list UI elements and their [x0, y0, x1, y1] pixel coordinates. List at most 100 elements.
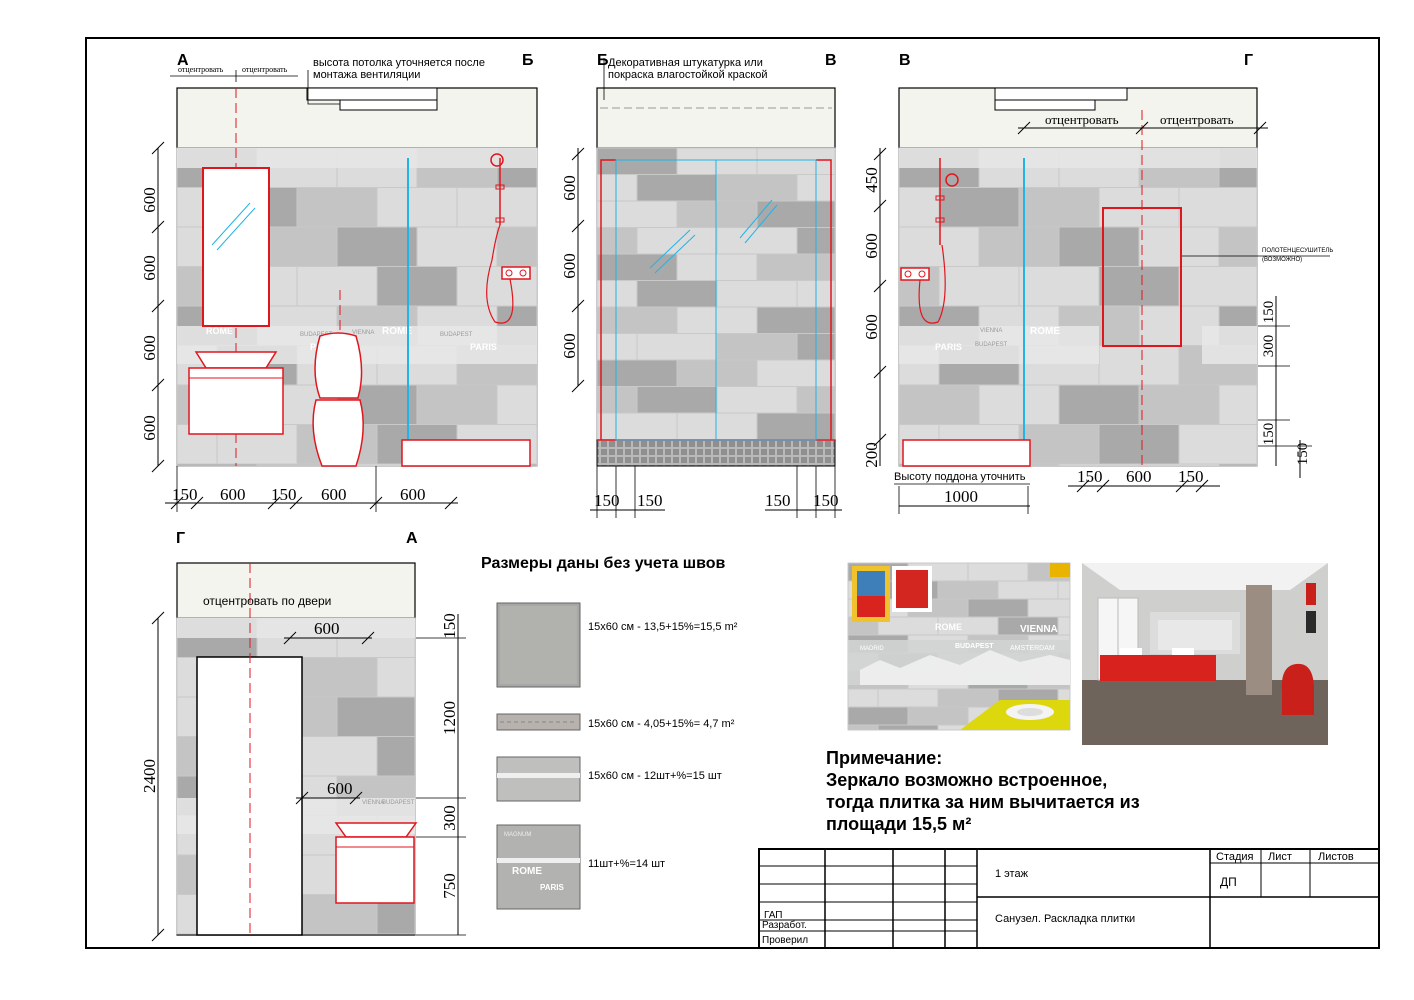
- wall-tile: [756, 147, 836, 175]
- wall-tile: [456, 187, 538, 228]
- wall-tile: [496, 226, 538, 267]
- washbasin: [334, 822, 418, 838]
- wall-tile: [636, 333, 718, 361]
- vdim: 600: [862, 233, 881, 259]
- wall-tile: [1058, 384, 1140, 425]
- border-word: BUDAPEST: [440, 332, 473, 338]
- wall-tile: [898, 384, 980, 425]
- border-word: VIENNA: [980, 328, 1002, 334]
- washbasin: [194, 351, 278, 369]
- wall-tile: [1138, 384, 1220, 425]
- hdim: 600: [327, 779, 353, 798]
- wall-tile: [676, 253, 758, 281]
- vdim: 150: [440, 613, 459, 639]
- photo-word: MADRID: [860, 646, 884, 652]
- wall-tile: [756, 412, 836, 440]
- wall-tile: [1098, 424, 1180, 465]
- vdim: 150: [1261, 301, 1277, 324]
- hdim: 150: [594, 491, 620, 510]
- border-word: BUDAPEST: [300, 332, 333, 338]
- photo-word: ROME: [935, 622, 962, 632]
- mirror: [202, 167, 270, 327]
- wall-tile: [636, 174, 718, 202]
- wall-tile: [716, 280, 798, 308]
- wall-tile: [978, 384, 1060, 425]
- wall-tile: [716, 333, 798, 361]
- wall-tile: [997, 580, 1059, 600]
- section-letter: Б: [522, 52, 534, 69]
- hdim: 150: [765, 491, 791, 510]
- wall-tile: [756, 253, 836, 281]
- wall-tile: [336, 696, 416, 737]
- ceiling-note: монтажа вентиляции: [313, 69, 420, 81]
- section-letter: А: [406, 530, 418, 547]
- swatch-word: PARIS: [540, 883, 565, 892]
- towel-note: (ВОЗМОЖНО): [1262, 257, 1302, 263]
- wall-tile: [596, 306, 678, 334]
- hdim: 150: [1077, 467, 1103, 486]
- wall-tile: [847, 706, 909, 726]
- wall-tile: [376, 187, 458, 228]
- section-letter: В: [899, 52, 911, 69]
- title-header: Лист: [1268, 851, 1292, 863]
- wall-tile: [1218, 463, 1258, 467]
- wall-tile: [676, 147, 758, 175]
- title-header: Листов: [1318, 851, 1354, 863]
- border-word: PARIS: [470, 342, 497, 352]
- vdim: 150: [1261, 423, 1277, 446]
- wall-tile: [877, 688, 939, 708]
- title-header: Стадия: [1216, 851, 1254, 863]
- wall-tile: [676, 359, 758, 387]
- wall-tile: [1058, 463, 1140, 467]
- swatch-border-decor: [496, 756, 581, 802]
- wall-tile: [938, 266, 1020, 307]
- hdim: 150: [637, 491, 663, 510]
- vdim: 600: [560, 253, 579, 279]
- toilet: [314, 332, 363, 399]
- vdim: 300: [440, 805, 459, 831]
- hdim: 600: [314, 619, 340, 638]
- hdim: 150: [813, 491, 839, 510]
- wall-tile: [596, 200, 678, 228]
- wall-tile: [756, 359, 836, 387]
- wall-tile: [1218, 226, 1258, 267]
- wall-tile: [937, 688, 999, 708]
- section-letter: Г: [176, 530, 185, 547]
- wall-tile: [636, 386, 718, 414]
- note-line: Зеркало возможно встроенное,: [826, 770, 1107, 790]
- vdim: 600: [862, 314, 881, 340]
- wall-tile: [636, 280, 718, 308]
- wall-tile: [898, 187, 940, 228]
- wall-tile: [1178, 187, 1258, 228]
- border-word: VIENNA: [362, 800, 384, 806]
- vdim: 750: [440, 873, 459, 899]
- vdim: 1200: [440, 701, 459, 735]
- wall-tile: [336, 226, 418, 267]
- hdim: 600: [321, 485, 347, 504]
- tray-note: Высоту поддона уточнить: [894, 471, 1026, 483]
- border-word: ROME: [206, 326, 233, 336]
- wall-tile: [296, 657, 378, 698]
- wall-tile: [716, 386, 798, 414]
- legend-item: 15х60 см - 4,05+15%= 4,7 m²: [588, 718, 735, 730]
- towel-warmer: [1102, 207, 1182, 347]
- vdim: 150: [1295, 443, 1311, 466]
- border-word: BUDAPEST: [975, 342, 1008, 348]
- wall-tile: [716, 227, 798, 255]
- note-line: тогда плитка за ним вычитается из: [826, 792, 1140, 812]
- border-word: ROME: [382, 326, 412, 337]
- section-letter: Г: [1244, 52, 1253, 69]
- section-letter: Б: [597, 52, 609, 69]
- wall-tile: [937, 580, 999, 600]
- wall-tile: [1138, 463, 1220, 467]
- wall-tile: [1178, 424, 1258, 465]
- wall-tile: [636, 227, 718, 255]
- wall-tile: [898, 226, 980, 267]
- border-word: PARIS: [935, 342, 962, 352]
- wall-tile: [496, 384, 538, 425]
- wall-tile: [877, 724, 939, 731]
- hdim: 150: [172, 485, 198, 504]
- wall-tile: [596, 412, 678, 440]
- wall-tile: [1027, 598, 1071, 618]
- swatch-word: ROME: [512, 866, 542, 877]
